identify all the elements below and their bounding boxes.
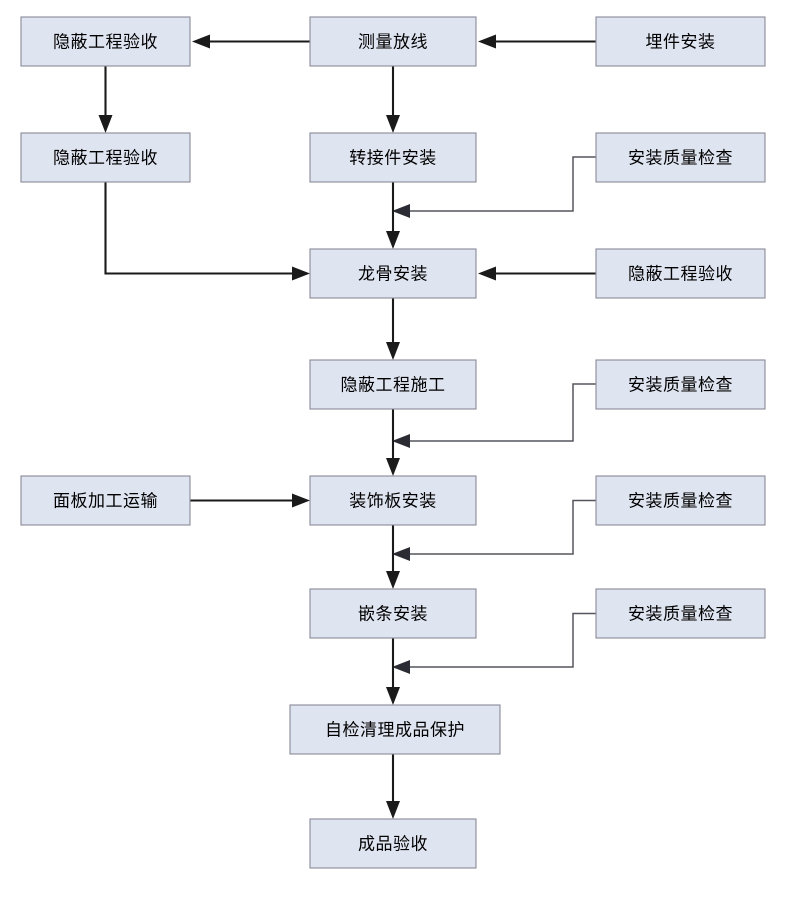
edge-zhiliang2-feedback (392, 383, 596, 448)
edge-layer (98, 34, 596, 819)
edge-yinbi2-to-longgu (104, 182, 310, 281)
edge-qiantiao-to-zijian (386, 638, 400, 705)
node-box[interactable] (309, 475, 477, 526)
node-longgu-anzhuang[interactable]: 龙骨安装 (309, 248, 477, 299)
node-box[interactable] (20, 16, 191, 67)
node-box[interactable] (289, 704, 501, 755)
node-box[interactable] (309, 132, 477, 183)
edge-mianban-to-zhuangshiban (190, 493, 310, 508)
node-box[interactable] (20, 475, 191, 526)
node-yinbi-gongcheng-yanshou-1[interactable]: 隐蔽工程验收 (20, 16, 191, 67)
edge-zijian-to-chengpin (386, 754, 400, 819)
node-zhuanjiejian-anzhuang[interactable]: 转接件安装 (309, 132, 477, 183)
edge-zhuanjiejian-to-longgu (386, 182, 400, 249)
node-qiantiao-anzhuang[interactable]: 嵌条安装 (309, 588, 477, 639)
edge-yinbishigong-to-zhuangshiban (386, 409, 400, 476)
edge-zhiliang3-feedback (392, 499, 596, 561)
edge-celiang-to-yinbi1 (192, 34, 310, 49)
node-anzhuang-zhiliang-jiancha-3[interactable]: 安装质量检查 (595, 475, 766, 526)
node-celiang-fangxian[interactable]: 测量放线 (309, 16, 477, 67)
node-box[interactable] (309, 818, 477, 869)
edge-celiang-to-zhuanjiejian (386, 66, 400, 133)
node-maijian-anzhuang[interactable]: 埋件安装 (595, 16, 766, 67)
node-box[interactable] (595, 359, 766, 410)
node-mianban-jiagong-yunshu[interactable]: 面板加工运输 (20, 475, 191, 526)
node-box[interactable] (309, 588, 477, 639)
edge-maijian-to-celiang (478, 34, 596, 49)
edge-zhiliang1-feedback (392, 156, 596, 218)
node-box[interactable] (595, 588, 766, 639)
edge-longgu-to-yinbishigong (386, 298, 400, 360)
edge-yinbi1-to-yinbi2 (98, 66, 113, 133)
node-box[interactable] (20, 132, 191, 183)
edge-zhiliang4-feedback (392, 612, 596, 674)
node-yinbi-gongcheng-yanshou-2[interactable]: 隐蔽工程验收 (20, 132, 191, 183)
node-box[interactable] (595, 475, 766, 526)
node-zijian-qingli-chengpin-baohu[interactable]: 自检清理成品保护 (289, 704, 501, 755)
node-yinbi-gongcheng-yanshou-3[interactable]: 隐蔽工程验收 (595, 248, 766, 299)
node-box[interactable] (595, 248, 766, 299)
node-yinbi-gongcheng-shigong[interactable]: 隐蔽工程施工 (309, 359, 477, 410)
node-box[interactable] (595, 132, 766, 183)
node-box[interactable] (309, 359, 477, 410)
node-box[interactable] (595, 16, 766, 67)
node-box[interactable] (309, 16, 477, 67)
edge-zhuangshiban-to-qiantiao (386, 525, 400, 589)
node-box[interactable] (309, 248, 477, 299)
node-zhuangshiban-anzhuang[interactable]: 装饰板安装 (309, 475, 477, 526)
edge-yinbi-right-to-longgu (478, 266, 596, 281)
node-anzhuang-zhiliang-jiancha-2[interactable]: 安装质量检查 (595, 359, 766, 410)
node-anzhuang-zhiliang-jiancha-4[interactable]: 安装质量检查 (595, 588, 766, 639)
node-anzhuang-zhiliang-jiancha-1[interactable]: 安装质量检查 (595, 132, 766, 183)
node-chengpin-yanshou[interactable]: 成品验收 (309, 818, 477, 869)
